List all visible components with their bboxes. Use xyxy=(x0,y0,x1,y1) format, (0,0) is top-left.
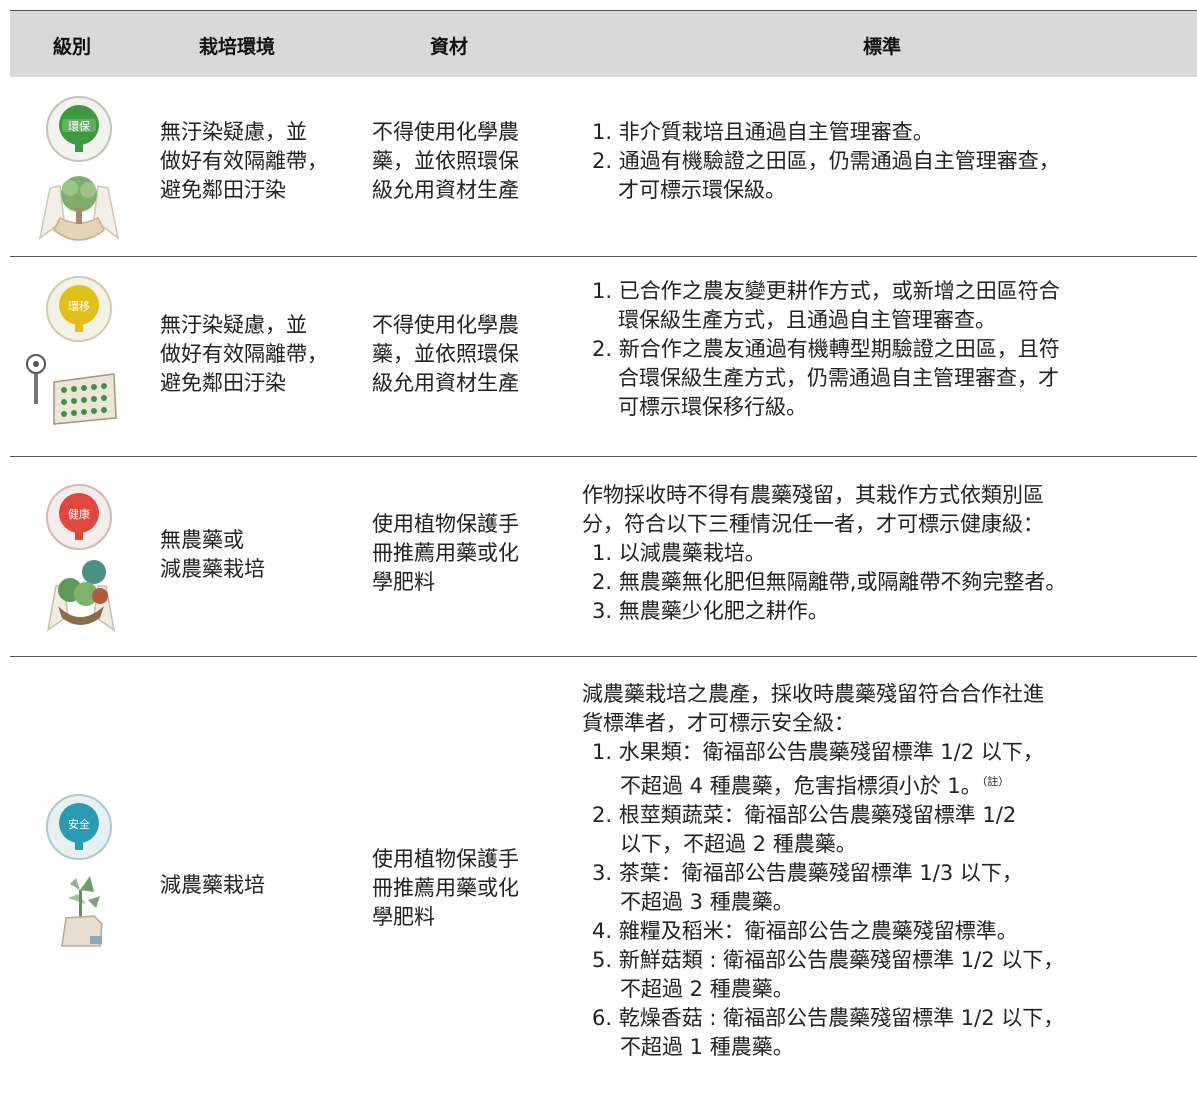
standard-cell: 1. 已合作之農友變更耕作方式，或新增之田區符合 環保級生產方式，且通過自主管理… xyxy=(592,279,1060,419)
svg-text:安全: 安全 xyxy=(68,817,90,831)
row-divider xyxy=(10,656,1197,657)
materials-cell: 使用植物保護手 冊推薦用藥或化 學肥料 xyxy=(372,847,519,929)
list-item: 1. 已合作之農友變更耕作方式，或新增之田區符合 xyxy=(592,279,1060,303)
footnote-mark: （註） xyxy=(981,775,1010,788)
list-item: 1. 水果類：衛福部公告農藥殘留標準 1/2 以下， xyxy=(592,740,1044,764)
environment-cell: 無汙染疑慮，並 做好有效隔離帶， 避免鄰田汙染 xyxy=(160,120,328,202)
materials-cell: 使用植物保護手 冊推薦用藥或化 學肥料 xyxy=(372,512,519,594)
standard-cell: 減農藥栽培之農產，採收時農藥殘留符合合作社進 貨標準者，才可標示安全級： 1. … xyxy=(582,682,1065,1059)
svg-text:環移: 環移 xyxy=(68,300,90,313)
list-item: 1. 以減農藥栽培。 xyxy=(592,541,766,565)
list-item: 2. 新合作之農友通過有機轉型期驗證之田區，且符 xyxy=(592,337,1060,361)
header-standard: 標準 xyxy=(863,36,902,58)
row-divider xyxy=(10,456,1197,457)
list-item: 4. 雜糧及稻米：衛福部公告之農藥殘留標準。 xyxy=(592,919,1018,943)
transition-badge-icon: 環移 xyxy=(46,276,112,342)
environment-cell: 無農藥或 減農藥栽培 xyxy=(160,528,265,581)
list-item: 2. 根莖類蔬菜：衛福部公告農藥殘留標準 1/2 xyxy=(592,803,1017,827)
materials-cell: 不得使用化學農 藥，並依照環保 級允用資材生產 xyxy=(372,120,519,202)
header-level: 級別 xyxy=(53,36,92,58)
list-item: 3. 茶葉：衛福部公告農藥殘留標準 1/3 以下， xyxy=(592,861,1023,885)
header-materials: 資材 xyxy=(430,36,469,58)
health-badge-icon: 健康 xyxy=(46,484,112,550)
standard-cell: 1. 非介質栽培且通過自主管理審查。 2. 通過有機驗證之田區，仍需通過自主管理… xyxy=(592,120,1060,202)
list-item: 3. 無農藥少化肥之耕作。 xyxy=(592,599,829,623)
list-item: 6. 乾燥香菇 : 衛福部公告農藥殘留標準 1/2 以下， xyxy=(592,1006,1065,1030)
environment-cell: 減農藥栽培 xyxy=(160,873,265,897)
hand-with-plant-icon xyxy=(61,876,103,947)
seedling-tray-icon xyxy=(26,354,117,425)
list-item: 2. 無農藥無化肥但無隔離帶,或隔離帶不夠完整者。 xyxy=(592,570,1067,594)
header-environment: 栽培環境 xyxy=(199,36,276,58)
environment-cell: 無汙染疑慮，並 做好有效隔離帶， 避免鄰田汙染 xyxy=(160,313,328,395)
table-header: 級別 栽培環境 資材 標準 xyxy=(10,10,1197,77)
svg-text:環保: 環保 xyxy=(68,119,90,133)
eco-badge-icon: 環保 xyxy=(46,96,112,162)
hands-holding-tree-icon xyxy=(38,176,120,241)
vegetable-basket-icon xyxy=(46,560,116,632)
list-item: 5. 新鮮菇類 : 衛福部公告農藥殘留標準 1/2 以下， xyxy=(592,948,1065,972)
safety-badge-icon: 安全 xyxy=(46,794,112,860)
list-item: 2. 通過有機驗證之田區，仍需通過自主管理審查， xyxy=(592,149,1060,173)
standard-cell: 作物採收時不得有農藥殘留，其栽作方式依類別區 分，符合以下三種情況任一者，才可標… xyxy=(582,481,1066,626)
svg-text:健康: 健康 xyxy=(68,507,90,521)
list-item: 1. 非介質栽培且通過自主管理審查。 xyxy=(592,120,934,144)
row-divider xyxy=(10,256,1197,257)
materials-cell: 不得使用化學農 藥，並依照環保 級允用資材生產 xyxy=(372,313,519,395)
